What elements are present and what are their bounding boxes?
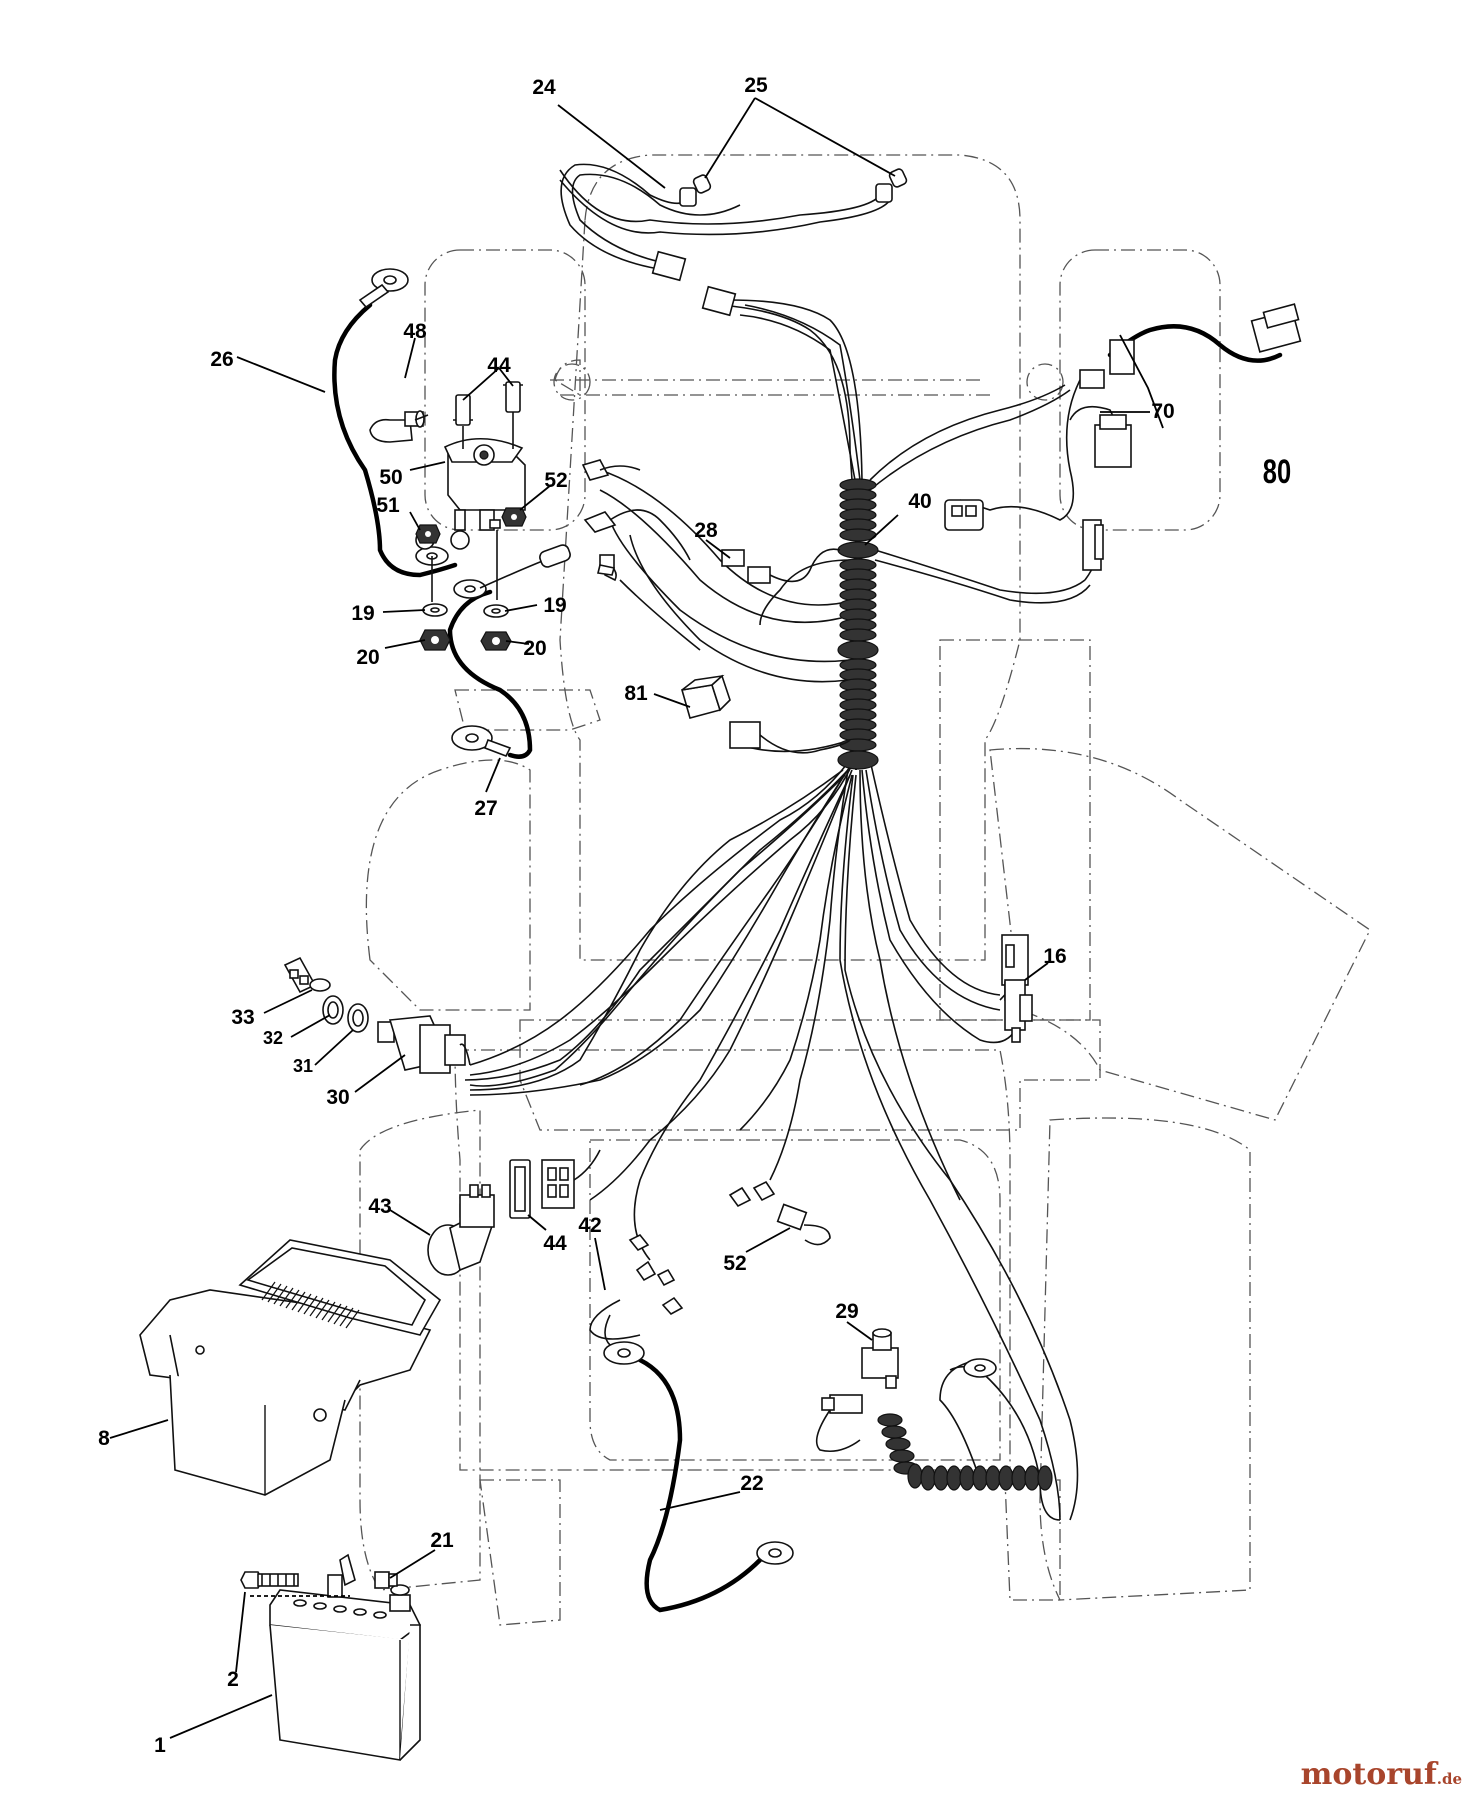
right-harness [944,303,1302,581]
seat-switch [999,934,1033,1043]
callout-22: 25 [744,74,768,97]
ground-cables [589,1233,794,1613]
harness-connectors [581,459,701,651]
callout-8: 8 [98,1427,110,1450]
coiled-cord [877,1413,1053,1491]
tractor-outline [359,154,1371,1626]
callout-21: 24 [532,76,556,99]
tray-ribs [261,1281,360,1329]
solenoid-assembly [332,268,571,759]
callout-24: 26 [210,348,233,371]
callout-27: 21 [430,1529,454,1552]
harness-sleeve [837,478,879,770]
callout-41: 44 [487,354,511,377]
main-harness [464,304,1091,1521]
battery-tray [139,1239,442,1496]
callout-30: 30 [326,1086,349,1109]
callout-80: 80 [1263,453,1291,491]
connector-52 [728,1180,831,1246]
bulb-right [875,168,908,203]
callout-40: 40 [908,490,931,513]
callout-28: 22 [740,1472,763,1495]
callout-81: 81 [624,682,648,705]
callout-33: 33 [231,1006,254,1029]
callout-19-right: 19 [543,594,566,617]
callout-31: 31 [293,1056,313,1076]
light-switch [427,1149,601,1276]
callouts: 24 25 26 48 44 50 51 52 19 19 20 20 27 2… [98,74,1291,1757]
fuse-holder [721,548,841,584]
battery [240,1553,422,1761]
ignition-switch [283,956,471,1074]
callout-1: 1 [154,1734,166,1757]
pto-switch [815,1328,1061,1521]
sleeve-rings [837,478,879,770]
callout-26: 28 [694,519,718,542]
callout-44-left: 51 [376,494,400,517]
callout-29: 29 [835,1300,858,1323]
headlight-harness [559,163,908,481]
callout-42: 48 [403,320,427,343]
callout-16: 16 [1043,945,1066,968]
callout-19-left: 19 [351,602,374,625]
callout-52-label: 52 [723,1252,746,1275]
callout-20-right: 20 [523,637,546,660]
callout-48: 42 [578,1214,601,1237]
callout-20-left: 20 [356,646,379,669]
bulb-left [679,174,712,207]
callout-50: 43 [368,1195,391,1218]
callout-70: 70 [1151,400,1174,423]
callout-2: 2 [227,1668,239,1691]
callout-43: 50 [379,466,402,489]
watermark-logo: motoruf.de [1301,1757,1462,1792]
watermark-tld: .de [1436,1770,1462,1788]
callout-44-right: 52 [544,469,567,492]
watermark-brand: motoruf [1300,1757,1437,1792]
callout-51: 44 [543,1232,567,1255]
relay [680,674,851,754]
callout-32: 32 [263,1028,283,1048]
leader-lines [109,97,1164,1739]
callout-25: 27 [474,797,497,820]
